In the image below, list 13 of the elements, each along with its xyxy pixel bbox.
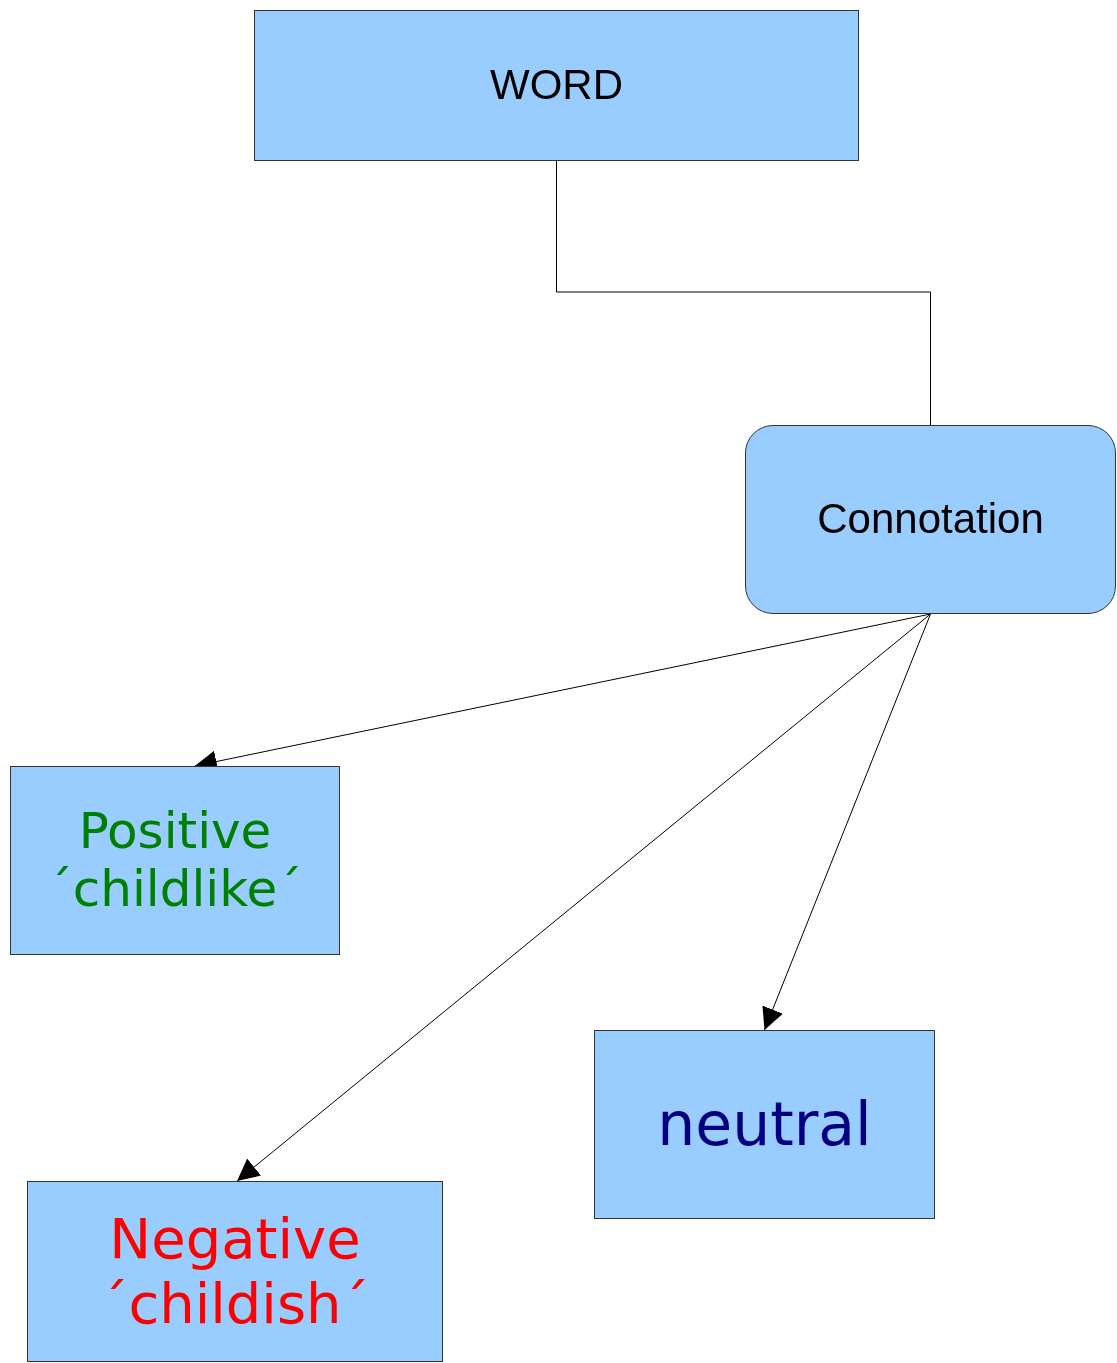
box-label: Positive ´childlike´: [46, 803, 304, 918]
connector-line: [556, 160, 931, 426]
arrow: [762, 613, 931, 1031]
box-label: WORD: [490, 61, 623, 110]
process-box: [594, 1030, 935, 1219]
process-box: [254, 10, 859, 161]
arrow: [236, 613, 931, 1182]
box-label: Connotation: [817, 495, 1044, 544]
rounded-box: [745, 425, 1116, 614]
box-label: Negative ´childish´: [99, 1207, 371, 1336]
process-box: [10, 766, 340, 955]
box-label: neutral: [657, 1090, 872, 1159]
process-box: [27, 1181, 443, 1362]
